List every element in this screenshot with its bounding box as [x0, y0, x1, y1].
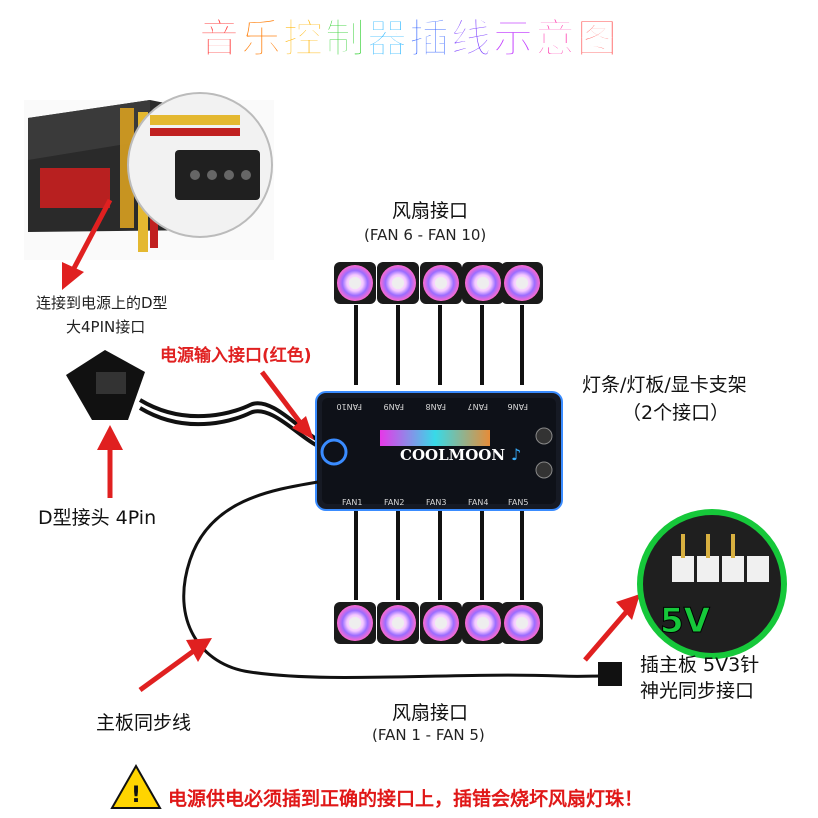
hub-port-label: FAN6: [508, 402, 528, 411]
title-char: 示: [493, 16, 535, 63]
hub-port-label: FAN2: [384, 498, 404, 507]
hub-port-label: FAN9: [384, 402, 404, 411]
hub-brand: COOLMOON: [400, 446, 505, 464]
sync-plug: [598, 662, 622, 686]
mb-5v-line2: 神光同步接口: [640, 680, 755, 702]
fan-top-range: (FAN 6 - FAN 10): [364, 226, 487, 244]
warning-icon: !: [110, 763, 162, 809]
strip-label-line2: （2个接口）: [622, 402, 730, 424]
fan-cables-bottom: [354, 510, 524, 600]
led-strips: [565, 434, 765, 474]
mb-sync-label: 主板同步线: [96, 712, 192, 734]
title-char: 插: [409, 16, 451, 63]
mb-5v-arrow: [583, 608, 630, 662]
fans-bottom: [334, 602, 543, 644]
psu-image: [24, 92, 274, 290]
fan-top-label: 风扇接口: [392, 200, 469, 222]
psu-connect-line2: 大4PIN接口: [66, 318, 146, 336]
hub-ports-top: FAN10 FAN9 FAN8 FAN7 FAN6: [336, 402, 528, 411]
warning-text: 电源供电必须插到正确的接口上，插错会烧坏风扇灯珠！: [168, 788, 644, 810]
page-title: 音乐控制器插线示意图: [0, 6, 818, 64]
fan-bottom-label: 风扇接口: [392, 702, 469, 724]
d-plug-label: D型接头 4Pin: [38, 507, 157, 529]
hub-port-label: FAN7: [468, 402, 488, 411]
hub-port-label: FAN3: [426, 498, 446, 507]
power-input-arrow: [260, 370, 304, 427]
psu-connect-line1: 连接到电源上的D型: [36, 294, 168, 312]
hub-port-label: FAN8: [426, 402, 446, 411]
title-char: 控: [283, 16, 325, 63]
title-char: 器: [367, 16, 409, 63]
title-char: 意: [535, 16, 577, 63]
d-plug-connector: [66, 350, 320, 498]
hub-port-label: FAN10: [336, 402, 362, 411]
mb-5v-line1: 插主板 5V3针: [640, 654, 760, 676]
controller-hub: ♪: [315, 391, 563, 511]
power-input-label: 电源输入接口(红色): [160, 346, 312, 366]
title-char: 图: [577, 16, 619, 63]
hub-port-label: FAN4: [468, 498, 488, 507]
title-char: 乐: [241, 16, 283, 63]
title-char: 音: [199, 16, 241, 63]
hub-port-label: FAN5: [508, 498, 528, 507]
sync-cable: [182, 480, 601, 679]
svg-text:♪: ♪: [511, 445, 521, 464]
title-char: 制: [325, 16, 367, 63]
svg-text:!: !: [131, 783, 141, 808]
hub-ports-bottom: FAN1 FAN2 FAN3 FAN4 FAN5: [342, 498, 528, 507]
fan-cables-top: [354, 305, 524, 385]
title-char: 线: [451, 16, 493, 63]
mb-sync-arrow: [138, 647, 197, 693]
fan-bottom-range: (FAN 1 - FAN 5): [372, 726, 485, 744]
fans-top: [334, 262, 543, 304]
pin-5v-label: 5V: [660, 601, 711, 641]
strip-label-line1: 灯条/灯板/显卡支架: [582, 374, 747, 396]
mb-header-zoom: [637, 509, 787, 659]
hub-port-label: FAN1: [342, 498, 362, 507]
